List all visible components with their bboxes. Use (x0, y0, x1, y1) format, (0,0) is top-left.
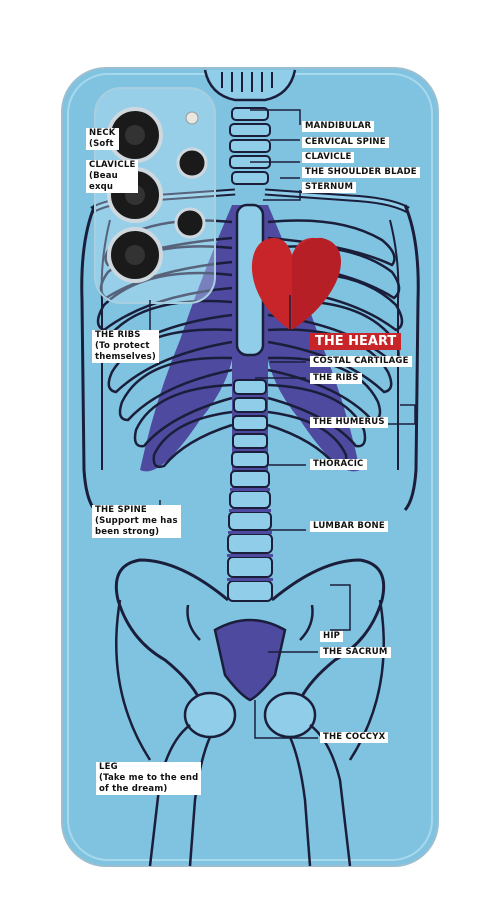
label-the-ribs-left-title: THE RIBS (95, 330, 141, 340)
label-clavicle-left-sub2: exqu (89, 182, 114, 192)
label-leg-sub2: of the dream) (99, 784, 168, 794)
label-lumbar-bone: LUMBAR BONE (310, 521, 388, 532)
label-costal-cartilage: COSTAL CARTILAGE (310, 356, 412, 367)
flash (185, 111, 199, 125)
iliac-right (299, 604, 314, 641)
humerus-left (80, 204, 97, 512)
pelvis-left (114, 558, 229, 701)
label-the-humerus: THE HUMERUS (310, 417, 388, 428)
label-mandibular: MANDIBULAR (302, 121, 375, 132)
label-leg-sub1: (Take me to the end (99, 773, 199, 783)
pelvis-right (271, 558, 386, 701)
spine-discs (227, 488, 273, 581)
label-thoracic: THORACIC (310, 459, 367, 470)
heart-shape-right (292, 237, 341, 330)
label-the-coccyx: THE COCCYX (320, 732, 389, 743)
label-the-ribs-left: THE RIBS (To protect themselves) (92, 330, 159, 363)
ribs-left (96, 219, 233, 469)
label-the-spine-title: THE SPINE (95, 505, 147, 515)
teeth (221, 72, 273, 92)
humerus-right-inner (389, 219, 400, 470)
label-hip: HIP (320, 631, 344, 642)
hip-socket-left (183, 691, 237, 739)
label-clavicle-left-sub1: (Beau (89, 171, 118, 181)
label-neck: NECK (Soft (86, 128, 119, 150)
label-the-spine-sub2: been strong) (95, 527, 160, 537)
femur-right (288, 724, 352, 867)
cervical-spine (229, 107, 271, 185)
clavicle-right-fill (264, 190, 409, 212)
sacrum (213, 618, 287, 702)
label-the-spine-sub1: (Support me has (95, 516, 178, 526)
label-the-ribs-left-sub2: themselves) (95, 352, 156, 362)
label-shoulder-blade: THE SHOULDER BLADE (302, 167, 420, 178)
label-leg: LEG (Take me to the end of the dream) (96, 762, 202, 795)
label-clavicle-left-title: CLAVICLE (89, 160, 136, 170)
label-leg-title: LEG (99, 762, 118, 772)
leader-lines (109, 109, 416, 790)
label-the-heart: THE HEART (310, 333, 402, 350)
camera-lens-small-2 (174, 207, 206, 239)
label-the-spine: THE SPINE (Support me has been strong) (92, 505, 181, 538)
humerus-left-inner (100, 219, 111, 470)
humerus-right (403, 204, 420, 512)
label-the-sacrum: THE SACRUM (320, 647, 391, 658)
label-neck-title: NECK (89, 128, 116, 138)
label-sternum: STERNUM (302, 182, 357, 193)
label-clavicle-left: CLAVICLE (Beau exqu (86, 160, 139, 193)
camera-lens-small (176, 147, 208, 179)
label-the-ribs-right: THE RIBS (310, 373, 362, 384)
label-clavicle: CLAVICLE (302, 152, 355, 163)
iliac-left (186, 604, 201, 641)
hip-socket-right (263, 691, 317, 739)
label-the-ribs-left-sub1: (To protect (95, 341, 150, 351)
label-neck-sub: (Soft (89, 139, 114, 149)
pelvic-ring (115, 599, 385, 761)
label-cervical-spine: CERVICAL SPINE (302, 137, 389, 148)
spine-vertebrae (227, 379, 273, 602)
